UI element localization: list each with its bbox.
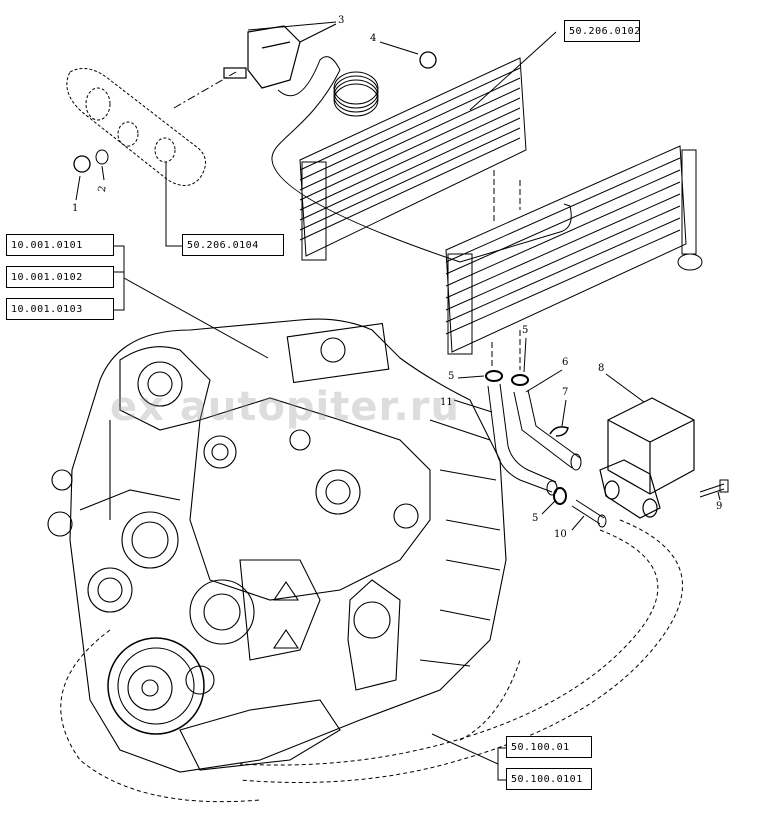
ref-box-50-206-0104[interactable]: 50.206.0104 [182,234,284,256]
clip-part-7 [549,426,569,437]
capillary-tube [271,56,572,263]
callout-3: 3 [338,15,345,26]
coolant-line-dashed [60,629,261,803]
callout-8: 8 [598,363,605,374]
coolant-line-dashed [239,529,659,766]
knob-part-1 [73,155,91,173]
callout-5c: 5 [532,513,539,524]
ref-box-50-206-0102[interactable]: 50.206.0102 [564,20,640,42]
callout-10: 10 [554,529,567,540]
pipe-part-10 [571,499,607,528]
valve-block-part-8 [599,397,695,519]
ref-box-10-001-0103[interactable]: 10.001.0103 [6,298,114,320]
hose-part-11 [487,383,557,493]
coolant-line-dashed [239,519,683,783]
coolant-line-dashed [459,659,521,741]
engine-assembly [47,318,507,773]
callout-4: 4 [370,33,377,44]
callout-1: 1 [72,203,79,214]
callout-11: 11 [440,397,453,408]
ref-box-50-100-0101[interactable]: 50.100.0101 [506,768,592,790]
seal-part-5 [511,374,529,386]
hose-part-6 [513,389,581,469]
callout-9: 9 [716,501,723,512]
lower-heat-exchanger [445,145,703,355]
capillary-coil [333,71,379,117]
plug-part-4 [419,51,437,69]
callout-7: 7 [562,387,569,398]
upper-heat-exchanger [299,57,527,261]
ref-box-10-001-0101[interactable]: 10.001.0101 [6,234,114,256]
callout-5b: 5 [522,325,529,336]
callout-6: 6 [562,357,569,368]
seal-part-5 [553,487,567,505]
thermostat-switch-part-3 [223,23,337,89]
washer-part-2 [95,149,109,165]
ref-box-10-001-0102[interactable]: 10.001.0102 [6,266,114,288]
seal-part-5 [485,370,503,382]
control-panel-plate [66,67,206,186]
callout-5a: 5 [448,371,455,382]
bolt-part-9 [699,479,729,498]
watermark: ex autopiter.ru [110,384,460,430]
ref-box-50-100-01[interactable]: 50.100.01 [506,736,592,758]
